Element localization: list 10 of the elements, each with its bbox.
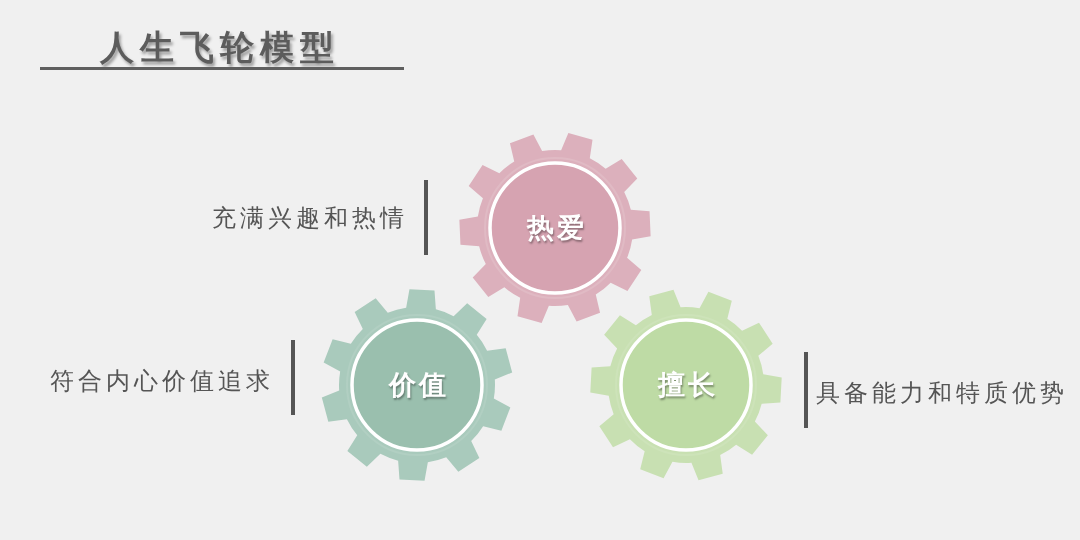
gear: [319, 287, 515, 483]
gear-label: 价值: [387, 369, 449, 401]
description-text: 符合内心价值追求: [50, 367, 274, 395]
gear-label: 热爱: [525, 212, 587, 244]
description-text: 具备能力和特质优势: [816, 379, 1068, 407]
title: 人生飞轮模型: [100, 27, 340, 67]
gear: [457, 130, 653, 326]
description-text: 充满兴趣和热情: [212, 204, 408, 232]
gear-label: 擅长: [656, 369, 718, 401]
gear: [588, 287, 784, 483]
